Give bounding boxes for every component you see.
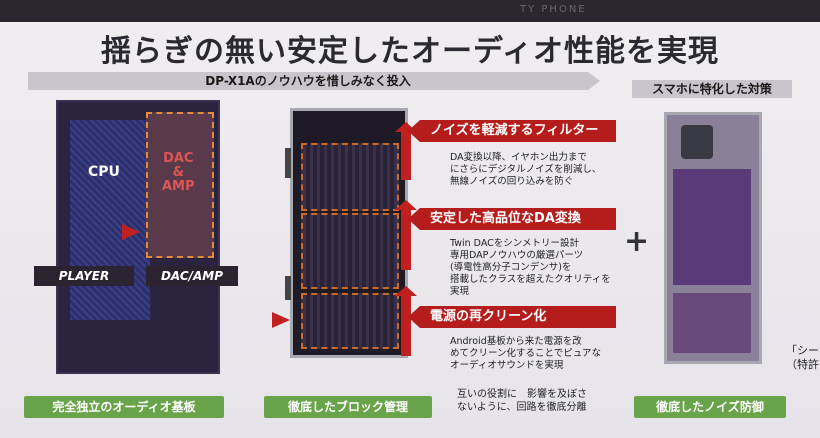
double-arrow-icon xyxy=(285,276,291,300)
separation-note: 互いの役割に 影響を及ぼさ ないように、回路を徹底分離 xyxy=(457,389,587,413)
board-section-top xyxy=(301,143,399,211)
plus-icon: + xyxy=(624,224,650,259)
shield-plate xyxy=(673,169,751,285)
board-image-left: CPU DAC & AMP xyxy=(56,100,220,374)
up-arrow-icon xyxy=(395,200,417,270)
board-section-middle xyxy=(301,213,399,289)
feature-desc-1: DA変換以降、イヤホン出力まで にさらにデジタルノイズを削減し、 無線ノイズの回… xyxy=(450,152,602,187)
feature-title-2: 安定した高品位なDA変換 xyxy=(408,208,616,230)
brand-fragment: TY PHONE xyxy=(520,4,587,15)
bottom-label-1: 完全独立のオーディオ基板 xyxy=(24,396,224,418)
bottom-label-3: 徹底したノイズ防御 xyxy=(634,396,786,418)
feature-title-1: ノイズを軽減するフィルター xyxy=(408,120,616,142)
cpu-block xyxy=(70,120,150,320)
dac-amp-block xyxy=(146,112,214,258)
board-section-bottom xyxy=(301,293,399,349)
double-arrow-icon xyxy=(285,148,291,178)
side-note: 「シー （特許 xyxy=(786,344,819,371)
board-image-right xyxy=(664,112,762,364)
bottom-label-2: 徹底したブロック管理 xyxy=(264,396,432,418)
dacamp-plate: DAC/AMP xyxy=(146,266,238,286)
feature-desc-3: Android基板から来た電源を改 めてクリーン化することでピュアな オーディオ… xyxy=(450,336,602,371)
camera-module xyxy=(681,125,713,159)
feature-desc-2: Twin DACをシンメトリー設計 専用DAPノウハウの厳選パーツ (導電性高分… xyxy=(450,238,611,297)
banner-left: DP-X1Aのノウハウを惜しみなく投入 xyxy=(28,72,600,90)
board-image-middle xyxy=(290,108,408,358)
banner-right: スマホに特化した対策 xyxy=(632,80,792,98)
shield-plate-lower xyxy=(673,293,751,353)
dac-amp-label: DAC & AMP xyxy=(162,151,195,194)
page-title: 揺らぎの無い安定したオーディオ性能を実現 xyxy=(101,34,719,69)
up-arrow-icon xyxy=(395,286,417,356)
player-plate: PLAYER xyxy=(34,266,134,286)
up-arrow-icon xyxy=(395,122,417,180)
top-bar: TY PHONE xyxy=(0,0,820,22)
feature-title-3: 電源の再クリーン化 xyxy=(408,306,616,328)
red-arrow xyxy=(122,224,140,240)
red-arrow xyxy=(272,312,290,328)
cpu-label: CPU xyxy=(88,164,120,180)
